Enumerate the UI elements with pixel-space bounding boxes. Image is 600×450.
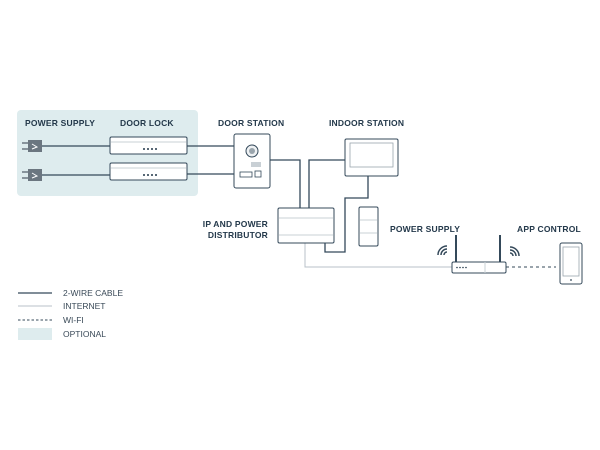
door-lock-icon <box>109 136 188 155</box>
door-station-icon <box>233 133 271 189</box>
router-power-supply-label: POWER SUPPLY <box>390 224 461 234</box>
indoor-station-icon <box>344 138 399 177</box>
internet-cable <box>304 243 452 268</box>
legend-wifi-label: WI-FI <box>63 315 84 325</box>
legend-optional-swatch <box>18 328 52 340</box>
distributor-label-line1: IP AND POWER <box>202 219 268 229</box>
distributor-icon <box>277 207 335 244</box>
router-icon <box>451 235 507 274</box>
door-station-label: DOOR STATION <box>218 118 285 128</box>
legend-two-wire-label: 2-WIRE CABLE <box>63 288 123 298</box>
wifi-signal-icon <box>437 245 448 256</box>
app-control-label: APP CONTROL <box>517 224 581 234</box>
power-supply-label: POWER SUPPLY <box>25 118 96 128</box>
indoor-station-label: INDOOR STATION <box>329 118 405 128</box>
power-plug-icon <box>22 140 42 152</box>
distributor-label-line2: DISTRIBUTOR <box>207 230 268 240</box>
power-plug-icon <box>22 169 42 181</box>
legend-optional-label: OPTIONAL <box>63 329 106 339</box>
wifi-signal-icon <box>509 246 520 257</box>
door-lock-label: DOOR LOCK <box>120 118 174 128</box>
indoor-power-module-icon <box>358 206 379 247</box>
door-lock-icon <box>109 162 188 181</box>
two-wire-cables <box>42 145 369 253</box>
smartphone-icon <box>559 242 583 285</box>
legend-internet-label: INTERNET <box>63 301 106 311</box>
